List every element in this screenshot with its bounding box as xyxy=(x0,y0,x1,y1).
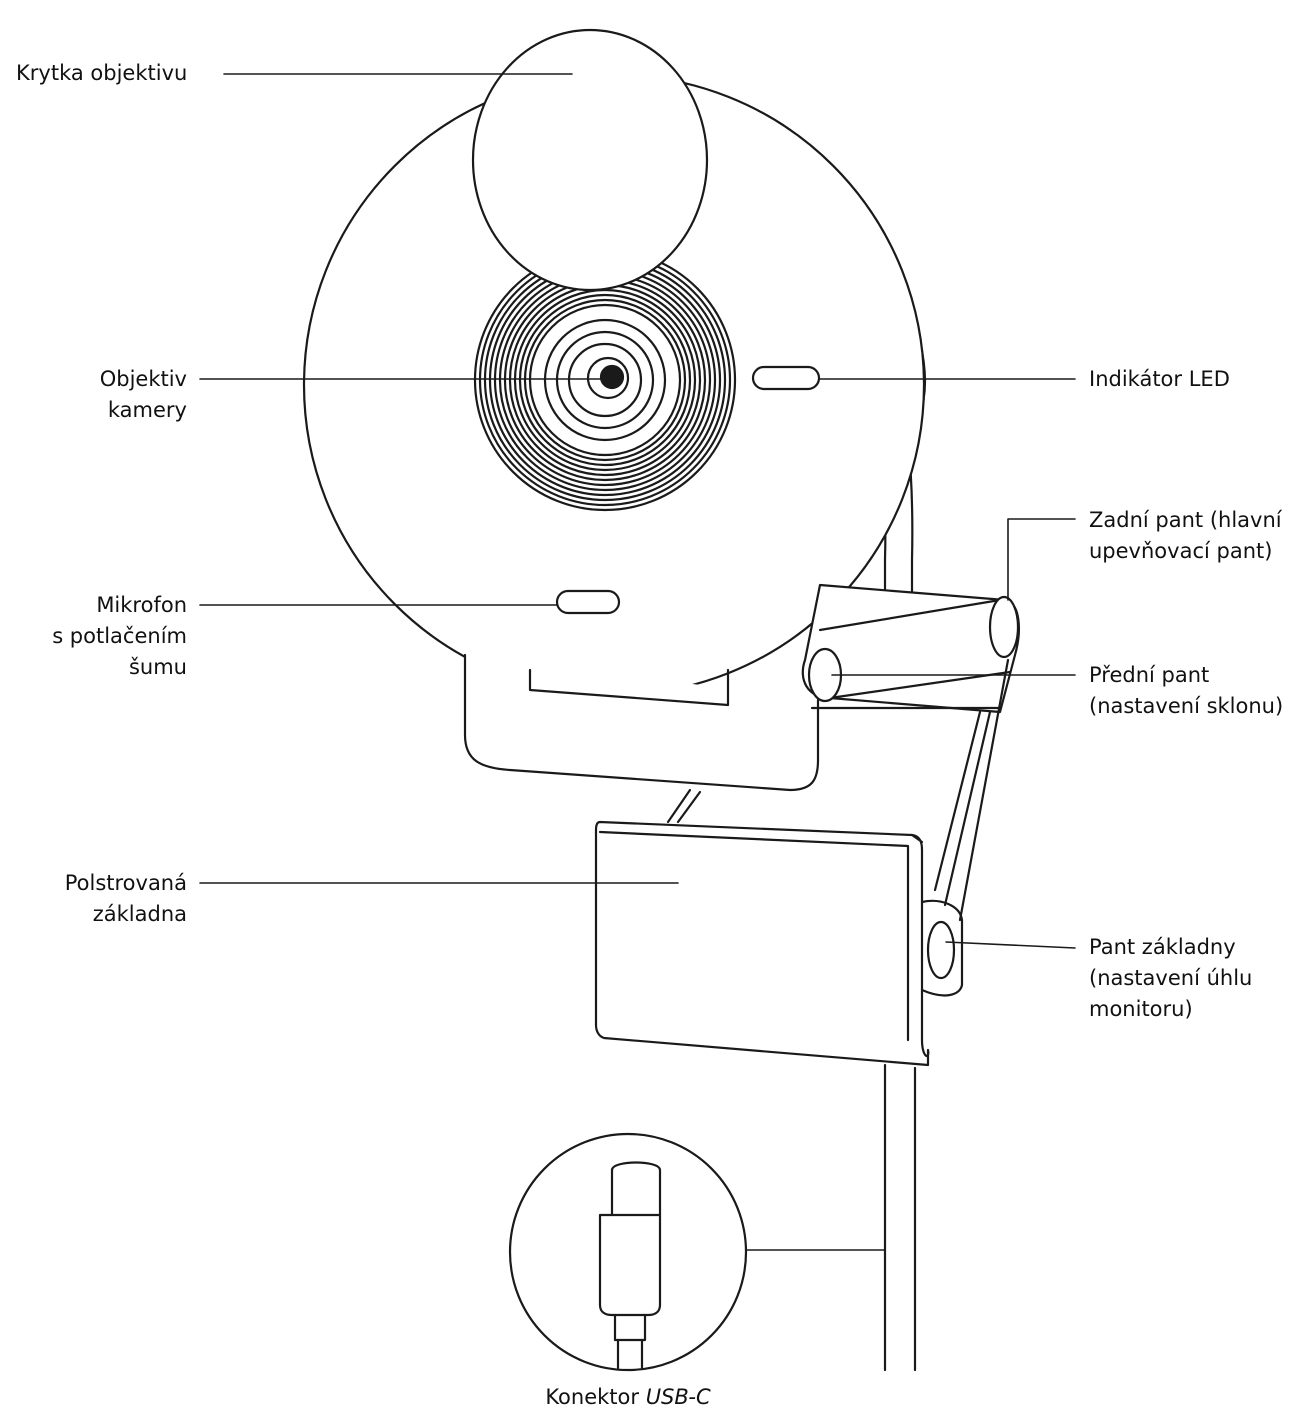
leader-rear-hinge xyxy=(1007,518,1076,601)
led-indicator-shape xyxy=(751,365,821,391)
label-padded-base: Polstrovaná základna xyxy=(64,871,187,926)
lens-cover-shape xyxy=(471,28,709,292)
label-lens-cover: Krytka objektivu xyxy=(16,61,188,85)
base-hinge-shape xyxy=(926,920,956,980)
label-usb-connector: Konektor USB-C xyxy=(545,1385,711,1409)
label-base-hinge: Pant základny (nastavení úhlu monitoru) xyxy=(1089,935,1253,1021)
leader-lines xyxy=(199,73,1076,1251)
rear-hinge-shape xyxy=(988,595,1020,659)
lens-glass xyxy=(599,364,625,390)
usb-c-plug-icon xyxy=(610,1161,662,1217)
label-camera-lens: Objektiv kamery xyxy=(99,367,187,422)
camera-base xyxy=(463,653,820,792)
leader-base-hinge xyxy=(945,941,1076,949)
lens-ring xyxy=(473,248,737,512)
label-microphone: Mikrofon s potlačením šumu xyxy=(52,593,187,679)
label-rear-hinge: Zadní pant (hlavní upevňovací pant) xyxy=(1089,508,1282,563)
microphone-shape xyxy=(555,589,621,615)
label-front-hinge: Přední pant (nastavení sklonu) xyxy=(1089,663,1284,718)
label-led-indicator: Indikátor LED xyxy=(1089,367,1230,391)
padded-base-shape xyxy=(594,820,930,1067)
